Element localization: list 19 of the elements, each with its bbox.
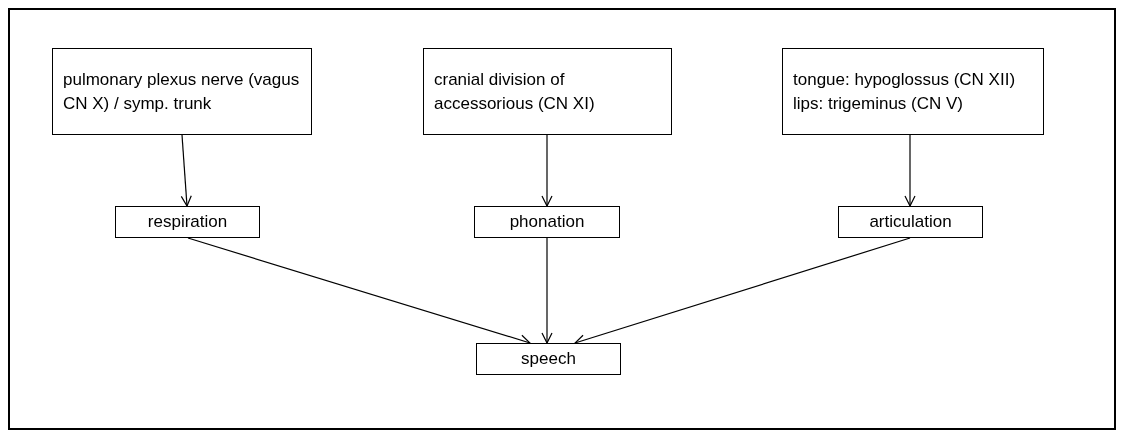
box-text: speech [521, 348, 576, 370]
box-text: cranial division of accessorious (CN XI) [434, 68, 596, 115]
process-box [474, 206, 620, 238]
box-text: tongue: hypoglossus (CN XII) [793, 68, 1016, 91]
process-box [782, 48, 1044, 135]
box-text: respiration [147, 211, 228, 233]
arrow [541, 134, 553, 207]
arrow [904, 134, 916, 207]
box-text: pulmonary plexus nerve (vagus CN X) / symp. trunk [63, 68, 301, 115]
process-box [115, 206, 260, 238]
process-box [52, 48, 312, 135]
box-text: articulation [869, 211, 952, 233]
process-box [423, 48, 672, 135]
process-box [476, 343, 621, 375]
box-text: lips: trigeminus (CN V) [793, 92, 964, 115]
box-text: phonation [509, 211, 585, 233]
process-box [838, 206, 983, 238]
arrow [180, 134, 192, 207]
arrow [541, 237, 553, 344]
